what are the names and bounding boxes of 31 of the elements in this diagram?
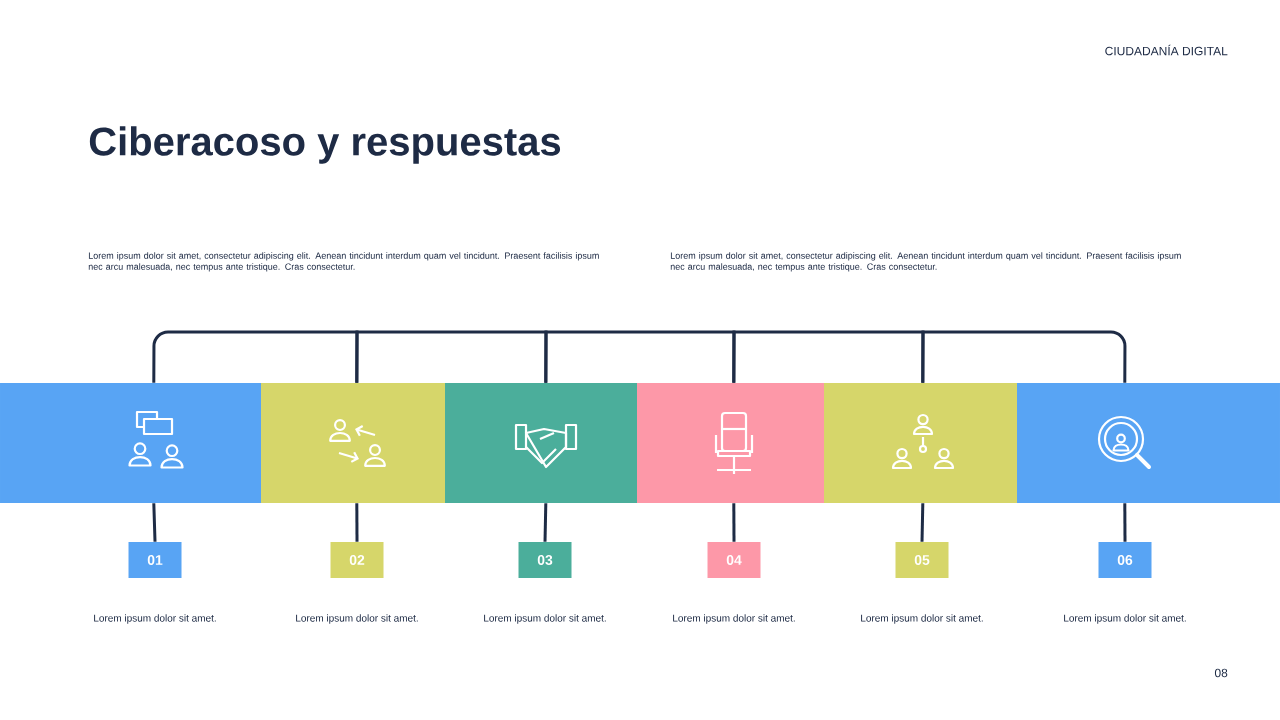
connector-line	[152, 503, 157, 542]
caption-text: Lorem ipsum dolor sit amet.	[94, 614, 216, 624]
connector-line	[732, 503, 736, 542]
color-block	[445, 383, 637, 503]
connector-line	[355, 503, 359, 542]
color-block	[824, 383, 1017, 503]
paragraph: Lorem ipsum dolor sit amet, consectetur adipiscing elit. Aenean tincidunt interdum quam vel tincidunt. Praesent facilisis ipsum nec arcu malesuada, nec tempus ante tristique. Cras consectetur.	[88, 252, 599, 272]
caption-text: Lorem ipsum dolor sit amet.	[296, 614, 418, 624]
number-badge: 06	[1098, 542, 1152, 578]
caption-text: Lorem ipsum dolor sit amet.	[673, 614, 795, 624]
color-block	[637, 383, 824, 503]
number-badge: 01	[128, 542, 182, 578]
color-block	[0, 383, 261, 503]
number-badge: 03	[518, 542, 572, 578]
number-badge: 02	[330, 542, 384, 578]
color-block	[261, 383, 445, 503]
caption-text: Lorem ipsum dolor sit amet.	[484, 614, 606, 624]
title: Ciberacoso y respuestas	[89, 126, 561, 164]
caption-text: Lorem ipsum dolor sit amet.	[861, 614, 983, 624]
page-number: 08	[1214, 668, 1228, 678]
paragraph: Lorem ipsum dolor sit amet, consectetur adipiscing elit. Aenean tincidunt interdum quam vel tincidunt. Praesent facilisis ipsum nec arcu malesuada, nec tempus ante tristique. Cras consectetur.	[670, 252, 1181, 272]
bracket-line	[921, 330, 1127, 383]
connector-line	[1123, 503, 1127, 542]
caption-text: Lorem ipsum dolor sit amet.	[1064, 614, 1186, 624]
header-text: CIUDADANÍA DIGITAL	[1105, 44, 1228, 56]
bracket-line	[152, 330, 359, 383]
number-badge: 05	[895, 542, 949, 578]
number-badge: 04	[707, 542, 761, 578]
color-block	[1017, 383, 1280, 503]
connector-line	[543, 503, 548, 542]
connector-line	[920, 503, 925, 542]
